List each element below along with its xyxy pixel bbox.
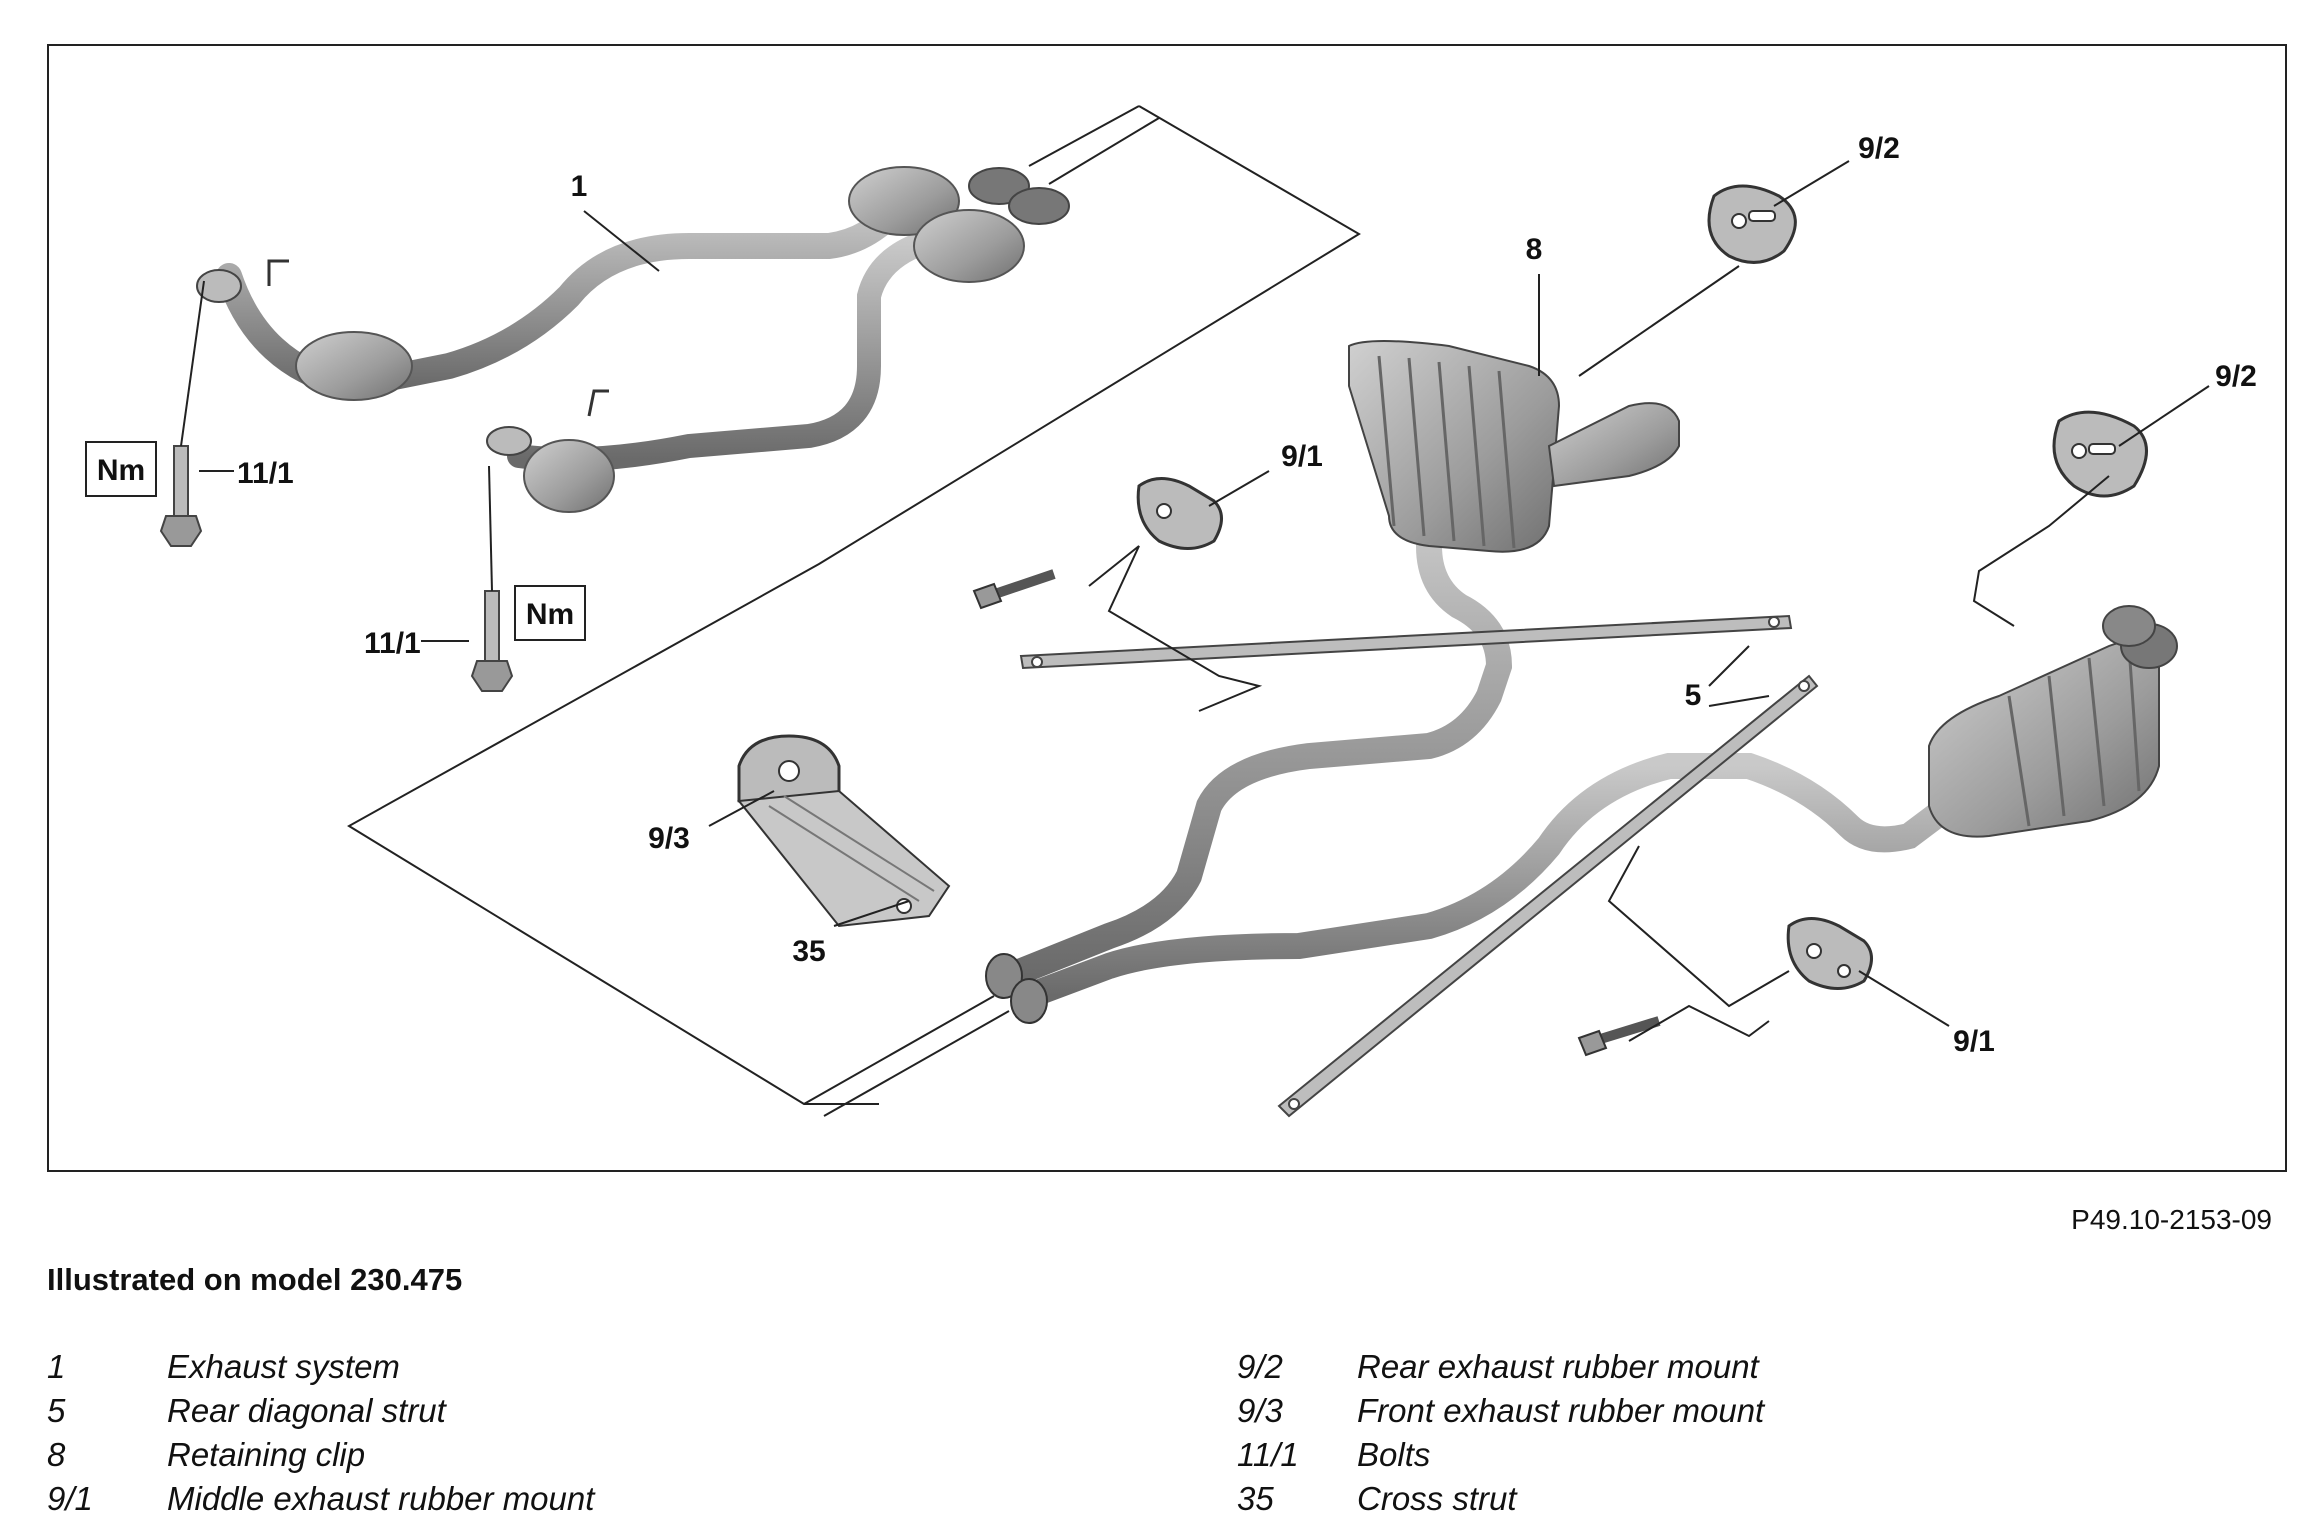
- legend-num: 9/3: [1237, 1392, 1283, 1429]
- callout-35: 35: [792, 935, 825, 968]
- legend-row: 9/1 Middle exhaust rubber mount: [47, 1480, 1047, 1524]
- svg-text:Nm: Nm: [97, 454, 145, 487]
- torque-badge-right: Nm: [514, 585, 586, 641]
- legend-num: 5: [47, 1392, 66, 1429]
- legend-desc: Retaining clip: [167, 1436, 366, 1473]
- legend-row: 9/3 Front exhaust rubber mount: [1237, 1392, 2237, 1436]
- callout-9-2-upper: 9/2: [1858, 132, 1900, 165]
- legend-desc: Front exhaust rubber mount: [1357, 1392, 1765, 1429]
- mount-bolt-lower: [1577, 1016, 1661, 1057]
- model-caption: Illustrated on model 230.475: [47, 1262, 463, 1297]
- callout-9-2-lower: 9/2: [2215, 360, 2257, 393]
- legend-num: 11/1: [1237, 1436, 1299, 1473]
- legend-desc: Cross strut: [1357, 1480, 1517, 1517]
- callout-1: 1: [571, 170, 588, 203]
- bolt-right: [470, 465, 514, 692]
- legend-row: 5 Rear diagonal strut: [47, 1392, 1047, 1436]
- callout-5: 5: [1685, 679, 1702, 712]
- legend-desc: Exhaust system: [167, 1348, 400, 1385]
- callout-9-1-lower: 9/1: [1953, 1025, 1995, 1058]
- legend-left: 1 Exhaust system 5 Rear diagonal strut 8…: [47, 1348, 1047, 1524]
- legend-desc: Middle exhaust rubber mount: [167, 1480, 595, 1517]
- mount-bolt-upper: [972, 569, 1056, 610]
- callout-9-3: 9/3: [648, 822, 690, 855]
- callout-8: 8: [1526, 233, 1543, 266]
- callout-11-1-right: 11/1: [364, 627, 421, 660]
- group-outline: [347, 105, 1361, 1105]
- legend-desc: Rear exhaust rubber mount: [1357, 1348, 1759, 1385]
- torque-badge-left: Nm: [85, 441, 157, 497]
- cross-strut-35: [737, 789, 951, 928]
- leader-lines: [199, 160, 2210, 1042]
- diagram-frame: Nm Nm: [47, 44, 2287, 1172]
- front-pipe-assembly: [196, 166, 1070, 513]
- callout-9-1-upper: 9/1: [1281, 440, 1323, 473]
- rear-exhaust-assembly: [985, 340, 2178, 1024]
- legend-num: 1: [47, 1348, 66, 1385]
- rubber-mount-9-2-lower: [2052, 410, 2148, 498]
- legend-right: 9/2 Rear exhaust rubber mount 9/3 Front …: [1237, 1348, 2237, 1524]
- exhaust-diagram: Nm Nm: [85, 105, 2257, 1118]
- legend-num: 9/2: [1237, 1348, 1283, 1385]
- reference-code: P49.10-2153-09: [2071, 1204, 2272, 1235]
- legend-desc: Bolts: [1357, 1436, 1431, 1473]
- legend-row: 35 Cross strut: [1237, 1480, 2237, 1524]
- legend-desc: Rear diagonal strut: [167, 1392, 446, 1429]
- rear-diagonal-strut: [1019, 614, 1819, 1118]
- legend-row: 9/2 Rear exhaust rubber mount: [1237, 1348, 2237, 1392]
- legend-row: 8 Retaining clip: [47, 1436, 1047, 1480]
- svg-text:Nm: Nm: [526, 598, 574, 631]
- bolt-left: [159, 280, 205, 547]
- legend-num: 9/1: [47, 1480, 93, 1517]
- legend-num: 35: [1237, 1480, 1274, 1517]
- legend-row: 11/1 Bolts: [1237, 1436, 2237, 1480]
- callout-11-1-left: 11/1: [237, 457, 294, 490]
- rubber-mount-9-1-upper: [1136, 477, 1223, 550]
- rubber-mount-9-2-upper: [1707, 184, 1797, 264]
- rubber-mount-9-1-lower: [1786, 917, 1873, 990]
- legend-row: 1 Exhaust system: [47, 1348, 1047, 1392]
- legend-num: 8: [47, 1436, 66, 1473]
